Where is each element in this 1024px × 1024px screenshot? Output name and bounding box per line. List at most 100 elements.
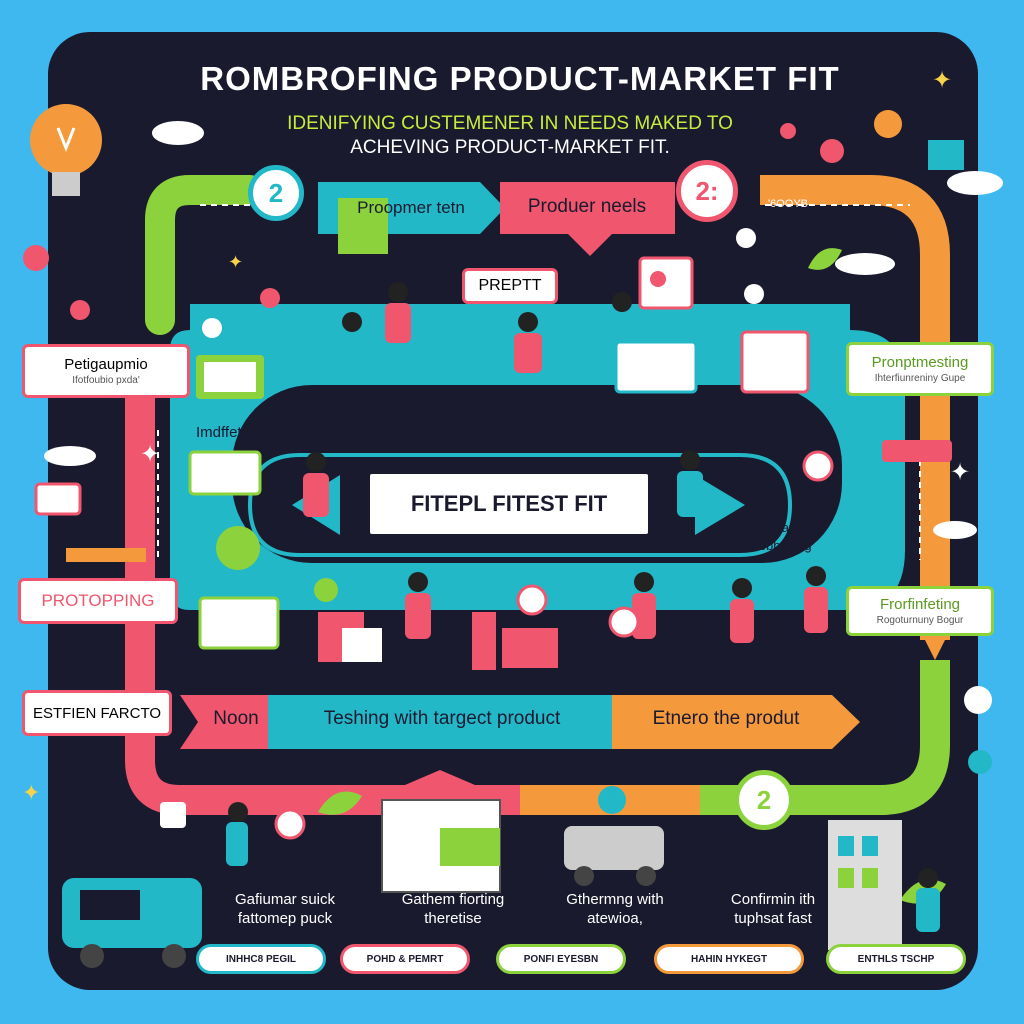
square-icon xyxy=(160,802,186,828)
svg-text:✦: ✦ xyxy=(228,252,243,273)
badge-icon xyxy=(314,578,338,602)
center-focus-box: FITEPL FITEST FIT xyxy=(370,474,648,534)
svg-text:✦: ✦ xyxy=(950,458,970,486)
track-label-right: Ibrototippan xyxy=(716,424,796,441)
center-focus-label: FITEPL FITEST FIT xyxy=(410,491,608,516)
track-label-left: Imdffetnying xyxy=(196,424,278,441)
person-icon xyxy=(514,312,542,373)
step-number-badge: 2 xyxy=(734,770,794,830)
side-card-left-low: ESTFIEN FARCTO xyxy=(22,690,172,736)
desk-icon xyxy=(66,548,146,562)
caption-1: Gafiumar suick fattomep puck xyxy=(210,890,360,928)
card-icon xyxy=(34,482,82,516)
target-icon xyxy=(516,584,548,616)
page-subtitle: IDENIFYING CUSTEMENER IN NEEDS MAKED TO … xyxy=(270,112,750,160)
screen-icon xyxy=(188,450,262,496)
green-lower-segment xyxy=(600,660,950,815)
subtitle-line-1: IDENIFYING CUSTEMENER IN NEEDS MAKED TO xyxy=(287,113,733,134)
person-icon xyxy=(677,450,703,517)
top-center-box-label: PREPTT xyxy=(478,277,542,294)
target-icon xyxy=(274,808,306,840)
laptop-icon xyxy=(614,340,698,394)
caption-line: Gathem fiorting xyxy=(401,891,505,908)
side-card-title: Pronptmesting xyxy=(871,354,969,371)
side-card-title: ESTFIEN FARCTO xyxy=(32,704,162,722)
page-title: ROMBROFING PRODUCT-MARKET FIT xyxy=(200,60,840,97)
caption-4: Confirmin ith tuphsat fast xyxy=(698,890,848,928)
caption-line: Confirmin ith xyxy=(730,891,816,908)
person-icon xyxy=(385,282,411,343)
apple-icon xyxy=(820,139,844,163)
key-icon xyxy=(882,440,952,462)
step-number-badge: 2 xyxy=(248,165,304,221)
caption-line: atewioa, xyxy=(587,910,643,927)
track-caption-line-1: Gauharing xyxy=(750,520,811,535)
box-icon xyxy=(502,628,558,668)
person-icon xyxy=(226,802,248,866)
cloud-icon xyxy=(947,171,1003,195)
side-card-subtitle: Rogoturnuny Bogur xyxy=(876,615,964,626)
side-card-title: PROTOPPING xyxy=(41,591,155,610)
footer-pill: PONFI EYESBN xyxy=(496,944,626,974)
person-icon xyxy=(916,868,940,932)
svg-text:✦: ✦ xyxy=(932,66,952,94)
red-loop-segment xyxy=(125,360,520,815)
side-card-right-top: Pronptmesting Ihterfiunreniny Gupe xyxy=(846,342,994,396)
right-inner-arrow xyxy=(695,475,745,535)
footer-pill: INHHC8 PEGIL xyxy=(196,944,326,974)
side-card-title: Frorfinfeting xyxy=(879,596,961,613)
side-card-title: Petigaupmio xyxy=(64,356,148,373)
cloud-icon xyxy=(835,253,895,275)
cloud-icon xyxy=(152,121,204,145)
side-card-subtitle: Ihterfiunreniny Gupe xyxy=(874,373,966,384)
map-pin-icon xyxy=(780,123,796,139)
svg-text:✦: ✦ xyxy=(140,440,160,468)
side-card-subtitle: Ifotfoubio pxda' xyxy=(72,375,140,386)
caption-line: fattomep puck xyxy=(237,910,333,927)
caption-3: Gthermng with atewioa, xyxy=(540,890,690,928)
orange-loop-segment xyxy=(760,175,950,640)
bottom-orange-arrow xyxy=(612,695,860,749)
caption-2: Gathem fiorting theretise xyxy=(378,890,528,928)
track-label-middle: Fest or besscomnaniying reemts xyxy=(413,424,617,440)
top-center-box: PREPTT xyxy=(462,268,558,304)
bottom-red-arrow-label: Noon xyxy=(213,708,259,729)
top-note: '6OOYB xyxy=(768,198,809,210)
step-number-badge: 2: xyxy=(676,160,738,222)
caption-line: Gafiumar suick xyxy=(234,891,336,908)
heart-card-icon xyxy=(638,256,694,310)
box-icon xyxy=(342,628,382,662)
delivery-truck-icon xyxy=(564,786,664,886)
bottom-teal-bar xyxy=(268,695,613,749)
plant-icon xyxy=(808,248,842,270)
person-icon xyxy=(303,452,329,517)
target-icon xyxy=(802,450,834,482)
caption-line: tuphsat fast xyxy=(734,910,812,927)
step-label: Proopmer tetn xyxy=(357,198,465,217)
footer-pill: ENTHLS TSCHP xyxy=(826,944,966,974)
house-icon xyxy=(928,140,964,170)
person-icon xyxy=(340,312,364,371)
svg-text:✦: ✦ xyxy=(22,781,40,806)
caption-line: Gthermng with xyxy=(566,891,664,908)
target-icon xyxy=(608,606,640,638)
caption-line: theretise xyxy=(424,910,482,927)
lightbulb-icon xyxy=(30,104,102,196)
globe-icon xyxy=(216,526,260,570)
house-icon xyxy=(370,770,510,893)
document-icon xyxy=(740,330,810,394)
sun-icon xyxy=(874,110,902,138)
building-icon xyxy=(828,820,902,950)
footer-pill: POHD & PEMRT xyxy=(340,944,470,974)
subtitle-line-2: ACHEVING PRODUCT-MARKET FIT. xyxy=(350,137,670,158)
bottom-orange-arrow-label: Etnero the produt xyxy=(652,708,800,729)
side-card-left-top: Petigaupmio Ifotfoubio pxda' xyxy=(22,344,190,398)
step-label: Produer neels xyxy=(527,196,647,217)
map-pin-icon xyxy=(23,245,49,271)
person-icon xyxy=(804,566,828,633)
cloud-icon xyxy=(44,446,96,466)
bottom-teal-bar-label: Teshing with targect product xyxy=(323,708,561,729)
track-caption-line-2: Fafebbacing xyxy=(740,538,812,553)
